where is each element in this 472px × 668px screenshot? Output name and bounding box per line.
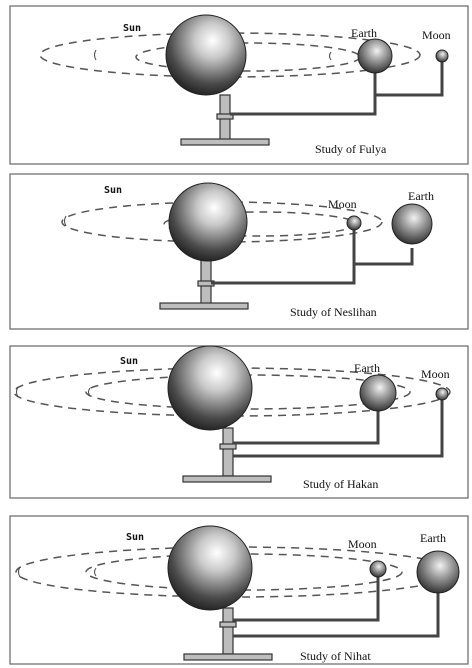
- panel-hakan: Sun Earth Moon Study of Hakan: [9, 345, 469, 499]
- moon-sphere: [346, 215, 362, 231]
- panel-caption: Study of Neslihan: [290, 305, 377, 319]
- stand-collar: [219, 621, 237, 628]
- panel-nihat: Sun Moon Earth Study of Nihat: [9, 515, 469, 665]
- earth-sphere: [359, 374, 397, 412]
- moon-sphere: [369, 560, 387, 578]
- sun-label: Sun: [104, 185, 122, 196]
- earth-label: Earth: [408, 189, 434, 203]
- sun-sphere: [168, 182, 248, 262]
- moon-arm: [233, 400, 444, 458]
- orbit-tick: [94, 567, 97, 577]
- sun-label: Sun: [123, 23, 141, 34]
- sun-sphere: [167, 525, 253, 611]
- stand-collar: [216, 113, 234, 120]
- orbit-tick: [18, 566, 21, 578]
- panel-frame: [9, 345, 469, 499]
- earth-sphere: [416, 550, 460, 594]
- sun-label: Sun: [120, 356, 138, 367]
- earth-label: Earth: [420, 531, 446, 545]
- orbit-tick: [16, 386, 19, 398]
- moon-arm: [233, 577, 380, 622]
- earth-arm: [230, 66, 377, 116]
- sun-label: Sun: [126, 532, 144, 543]
- sun-stand-rod: [222, 427, 234, 477]
- orbit-tick: [88, 387, 91, 397]
- earth-arm: [233, 592, 440, 638]
- moon-sphere: [435, 387, 449, 401]
- earth-sphere: [391, 203, 433, 245]
- moon-label: Moon: [421, 367, 450, 381]
- sun-sphere: [165, 14, 247, 96]
- panel-caption: Study of Hakan: [303, 477, 378, 491]
- sun-sphere: [167, 345, 253, 431]
- stand-base: [183, 653, 273, 661]
- earth-sphere: [357, 38, 393, 74]
- panel-caption: Study of Nihat: [300, 649, 371, 663]
- moon-label: Moon: [348, 537, 377, 551]
- outer-orbit: [13, 367, 451, 417]
- orbit-tick: [64, 215, 67, 227]
- stand-base: [182, 475, 272, 483]
- orbit-tick: [329, 51, 332, 61]
- earth-arm: [233, 410, 380, 445]
- stand-base: [159, 302, 249, 310]
- moon-sphere: [435, 49, 449, 63]
- moon-arm: [211, 228, 356, 285]
- panel-fulya: Sun Earth Moon Study of Fulya: [9, 5, 469, 165]
- earth-label: Earth: [354, 361, 380, 375]
- panel-caption: Study of Fulya: [315, 142, 387, 156]
- moon-label: Moon: [422, 28, 451, 42]
- stand-collar: [219, 443, 237, 450]
- moon-arm: [375, 60, 444, 97]
- earth-arm: [354, 248, 414, 266]
- stand-base: [180, 138, 270, 146]
- panel-neslihan: Sun Moon Earth Study of Neslihan: [9, 173, 469, 330]
- earth-label: Earth: [351, 26, 377, 40]
- moon-label: Moon: [328, 197, 357, 211]
- orbit-tick: [94, 49, 97, 61]
- sun-stand-rod: [222, 607, 234, 655]
